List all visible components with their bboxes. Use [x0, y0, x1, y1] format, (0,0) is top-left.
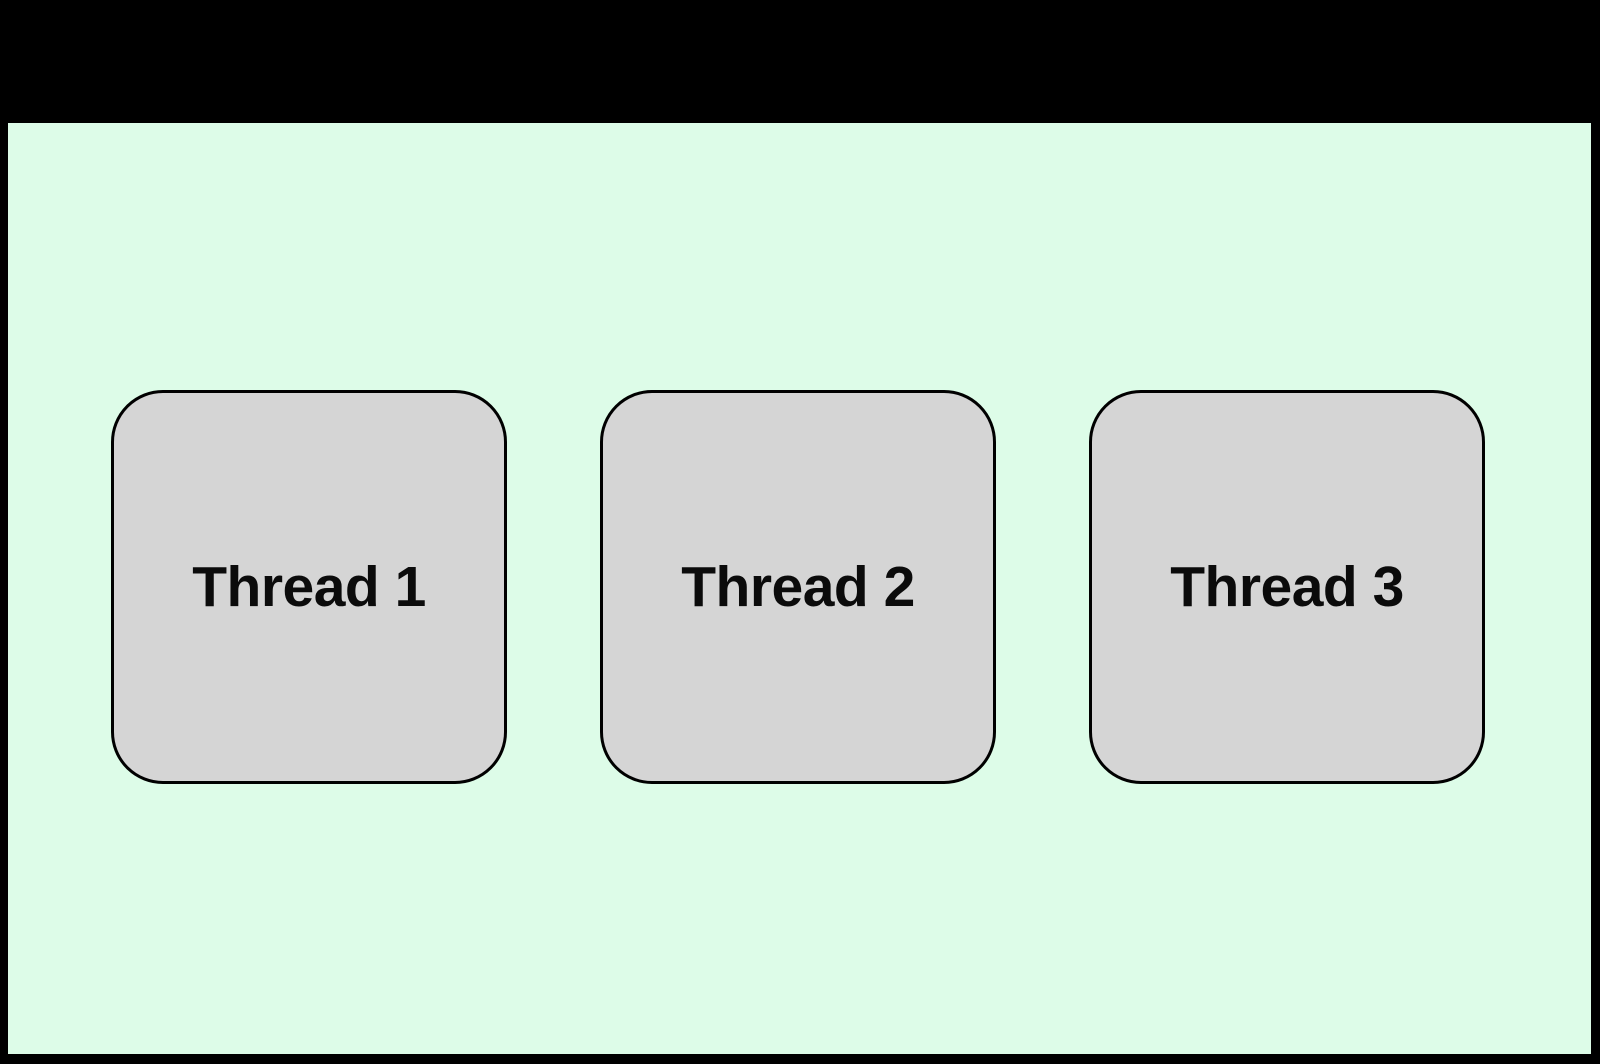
diagram-panel: Thread 1 Thread 2 Thread 3 [8, 123, 1591, 1054]
thread-node-row: Thread 1 Thread 2 Thread 3 [111, 390, 1485, 784]
thread-node-3-label: Thread 3 [1170, 554, 1404, 619]
thread-node-1[interactable]: Thread 1 [111, 390, 507, 784]
thread-node-1-label: Thread 1 [192, 554, 426, 619]
thread-node-3[interactable]: Thread 3 [1089, 390, 1485, 784]
thread-node-2[interactable]: Thread 2 [600, 390, 996, 784]
thread-node-2-label: Thread 2 [681, 554, 915, 619]
